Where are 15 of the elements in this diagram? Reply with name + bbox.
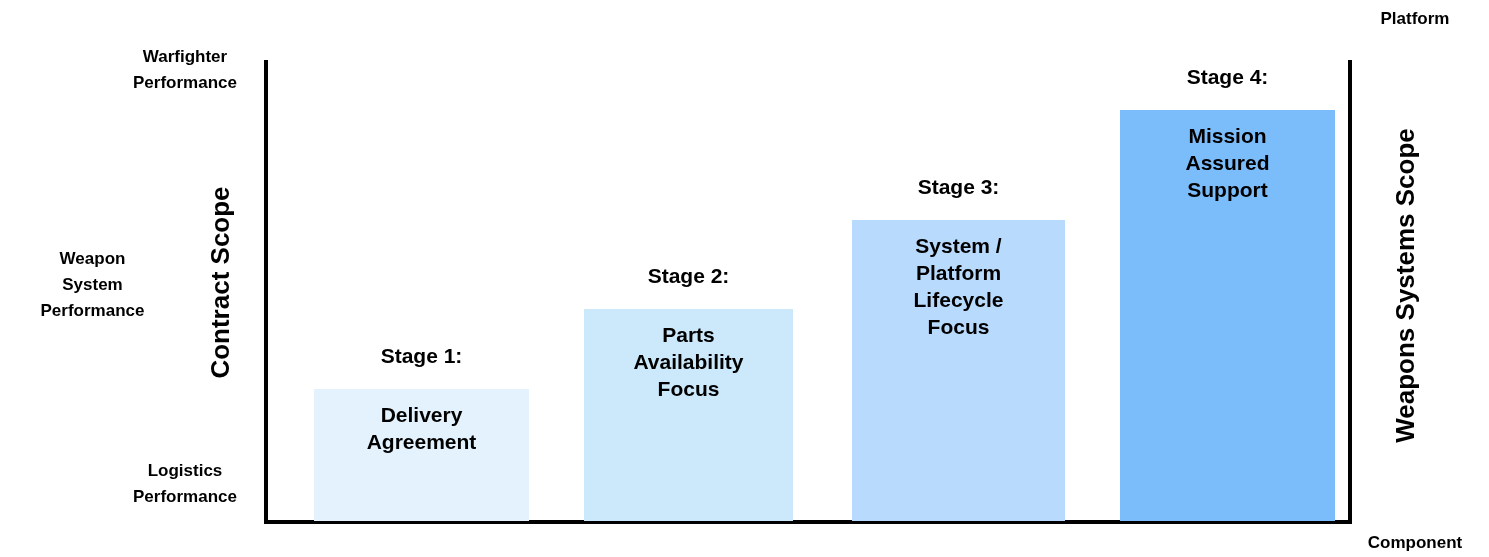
stage-description: Parts Availability Focus	[632, 322, 745, 402]
stage-heading: Stage 4:	[1185, 64, 1270, 90]
stage-heading: Stage 1:	[379, 343, 464, 369]
axis-level-label: Logistics Performance	[132, 460, 238, 508]
stage-heading: Stage 3:	[916, 174, 1001, 200]
stage-description: Delivery Agreement	[365, 402, 478, 455]
stage-heading: Stage 2:	[646, 263, 731, 289]
axis-title: Weapons Systems Scope	[1389, 127, 1421, 443]
stage-description: System / Platform Lifecycle Focus	[912, 233, 1005, 340]
axis-title: Contract Scope	[204, 185, 236, 379]
axis-level-label: Weapon System Performance	[39, 248, 146, 322]
stage-description: Mission Assured Support	[1184, 123, 1271, 203]
axis-end-label: Platform	[1379, 8, 1451, 30]
axis-level-label: Warfighter Performance	[132, 46, 238, 94]
axis-end-label: Component	[1366, 532, 1464, 554]
